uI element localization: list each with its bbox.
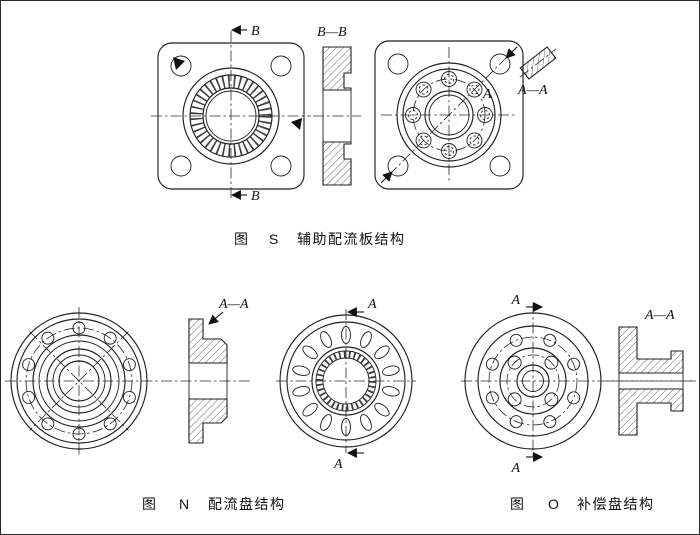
port-slot-ring — [291, 326, 401, 436]
label-a-bottom: A — [510, 461, 520, 476]
figure-o: A A A—A 图 O 补偿盘结构 — [461, 293, 697, 512]
fig-n-front-view — [5, 307, 251, 455]
label-a-top: A — [367, 297, 377, 312]
section-mark — [291, 118, 302, 130]
label-section-aa: A—A — [644, 308, 675, 323]
caption-title: 补偿盘结构 — [577, 496, 655, 512]
caption-prefix: 图 — [510, 496, 526, 512]
fig-s-front-view: B B — [151, 24, 311, 204]
caption-title: 配流盘结构 — [208, 496, 286, 512]
label-a-bottom: A — [333, 457, 343, 472]
bolt-hole-ring — [20, 321, 138, 441]
bolt-hole-ring — [405, 71, 493, 159]
fig-n-section-aa: A—A — [188, 297, 249, 444]
label-a-top: A — [510, 293, 520, 308]
bolt-hole-ring-outer — [484, 332, 582, 430]
fig-s-caption: 图 S 辅助配流板结构 — [234, 231, 406, 247]
label-b-top: B — [251, 24, 260, 39]
figure-n: A—A — [5, 297, 416, 512]
fig-o-front-view: A A — [461, 293, 695, 476]
section-mark — [173, 57, 185, 70]
fig-s-detail-aa: A—A — [517, 46, 557, 98]
figure-s: B B B—B — [151, 24, 557, 247]
label-section-aa: A—A — [218, 297, 249, 312]
fig-n-caption: 图 N 配流盘结构 — [142, 496, 286, 512]
fig-s-plate-view: A — [374, 40, 524, 190]
caption-prefix: 图 — [142, 496, 158, 512]
caption-title: 辅助配流板结构 — [297, 231, 406, 247]
caption-letter: N — [179, 496, 191, 512]
fig-n-port-view: A A — [276, 297, 416, 472]
fig-o-section-aa: A—A — [607, 308, 697, 436]
label-a-inline: A — [482, 87, 492, 102]
fig-o-caption: 图 O 补偿盘结构 — [510, 496, 655, 512]
label-b-bottom: B — [251, 189, 260, 204]
fig-s-section-bb-view: B—B — [313, 25, 361, 186]
caption-letter: S — [269, 231, 280, 247]
bolt-hole-ring-inner — [504, 352, 562, 410]
caption-letter: O — [548, 496, 560, 512]
caption-prefix: 图 — [234, 231, 250, 247]
label-section-aa-detail: A—A — [517, 83, 548, 98]
label-section-bb: B—B — [317, 25, 347, 40]
